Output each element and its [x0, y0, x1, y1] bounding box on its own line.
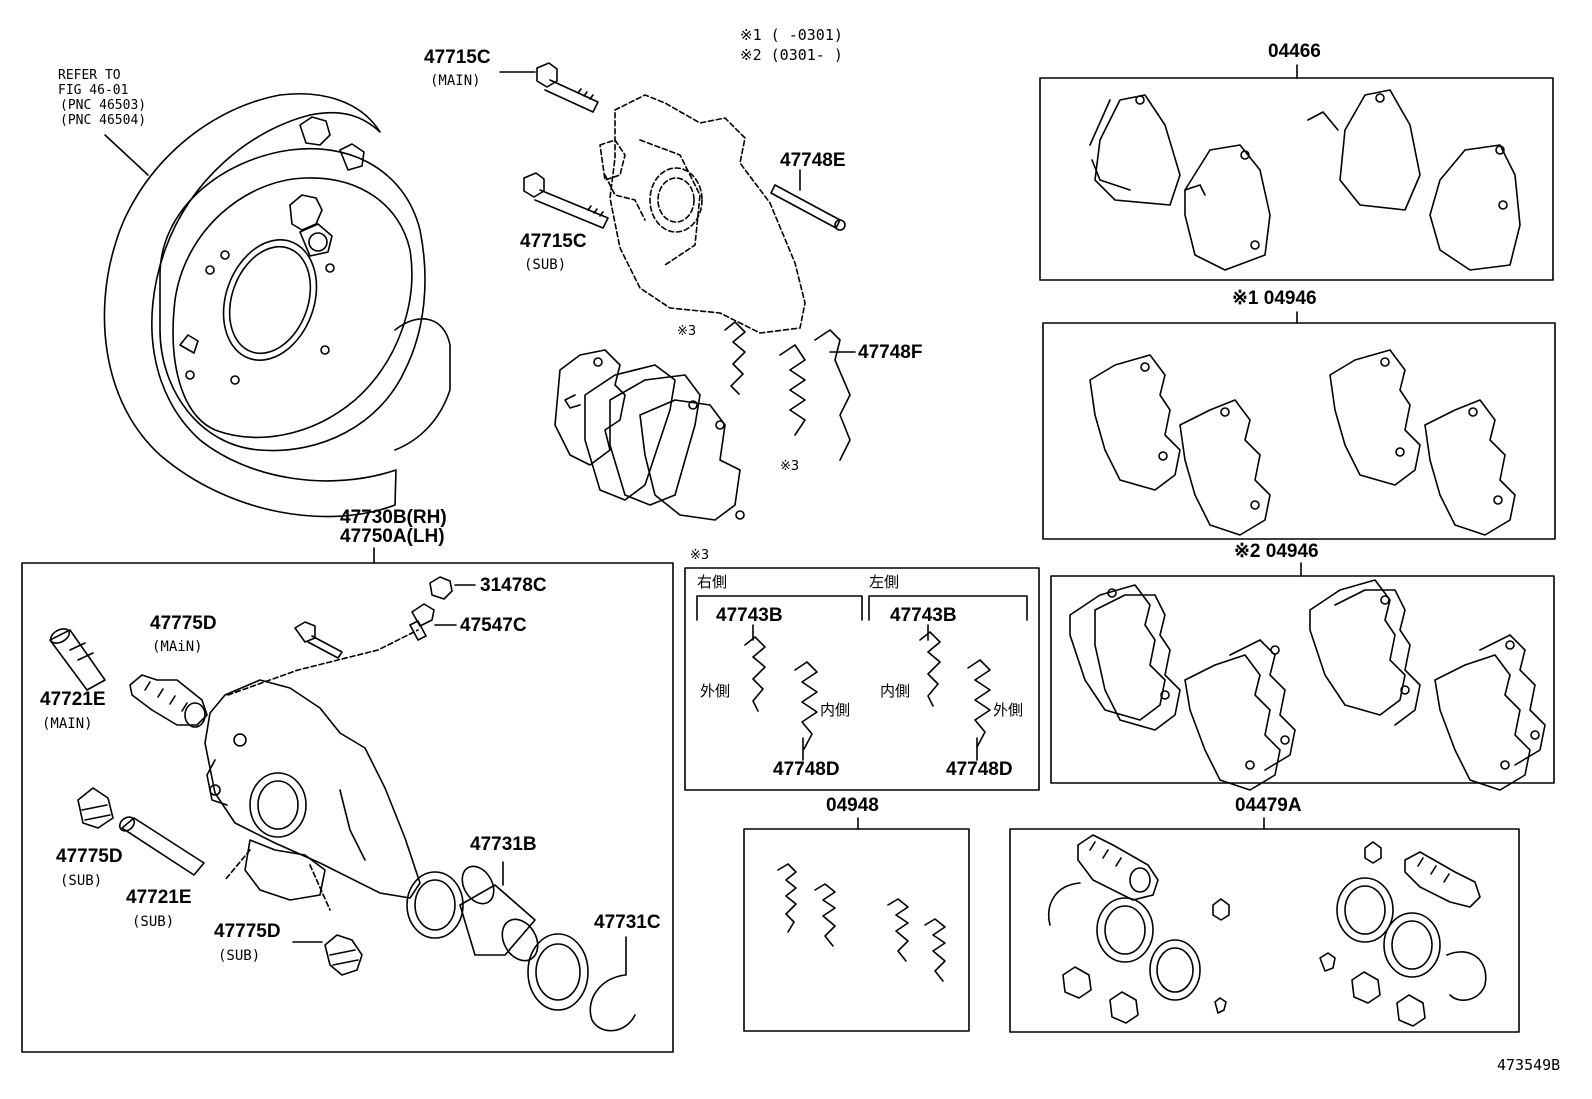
label-47748f: 47748F [858, 342, 923, 363]
box-04466 [1039, 77, 1554, 281]
mark-3-top: ※3 [677, 324, 697, 339]
label-47721e-sub: 47721E [126, 887, 192, 908]
label-47750a: 47750A(LH) [340, 526, 445, 547]
guide-pin-47721e-sub [118, 816, 205, 876]
bolt-middle [294, 621, 343, 659]
refer-line-4: (PNC 46504) [60, 113, 147, 128]
guide-pin-bolt-bottom [523, 172, 609, 229]
caliper-dashed-lines [224, 629, 419, 911]
seal-ring [406, 871, 464, 939]
label-right-inner: 内側 [820, 701, 851, 719]
mark-3-box: ※3 [690, 548, 710, 563]
boot-47775d-sub1 [77, 787, 114, 829]
label-left-inner: 内側 [880, 682, 911, 700]
label-47730b: 47730B(RH) [340, 507, 447, 528]
shims-04946-2 [1069, 579, 1546, 791]
label-47743b-left: 47743B [890, 605, 957, 626]
shims-47743b-47748d [744, 631, 991, 750]
snap-ring-47731c [589, 974, 636, 1032]
label-left-side: 左側 [869, 573, 900, 591]
label-47721e-sub-sub: (SUB) [132, 914, 175, 930]
caliper-top-dashed [599, 94, 806, 334]
label-47775d-sub1-sub: (SUB) [60, 873, 103, 889]
box-shim-set [684, 567, 1040, 791]
label-47715c-sub-sub: (SUB) [524, 257, 567, 273]
label-47721e-main: 47721E [40, 689, 106, 710]
box-04948 [743, 828, 970, 1032]
pin-47748e [770, 184, 846, 231]
bleeder-plug-47547c [409, 603, 435, 641]
dust-boot [527, 933, 589, 1011]
label-47715c-main-sub: (MAIN) [430, 73, 481, 89]
boot-47775d-sub2 [324, 934, 363, 976]
refer-line-2: FIG 46-01 [58, 83, 129, 98]
label-47775d-main: 47775D [150, 613, 217, 634]
label-47748e: 47748E [780, 150, 846, 171]
label-31478c: 31478C [480, 575, 547, 596]
label-47775d-sub1: 47775D [56, 846, 123, 867]
label-47547c: 47547C [460, 615, 527, 636]
pads-04466 [1089, 89, 1521, 271]
note-1: ※1 ( -0301) [740, 26, 843, 44]
guide-pin-47721e-main [49, 628, 106, 691]
label-04479a: 04479A [1235, 795, 1302, 816]
label-left-outer: 外側 [993, 701, 1024, 719]
label-47715c-main: 47715C [424, 47, 491, 68]
box-04946-2 [1050, 575, 1555, 784]
shims-04946-1 [1089, 349, 1516, 536]
label-47775d-sub2: 47775D [214, 921, 281, 942]
label-47775d-sub2-sub: (SUB) [218, 948, 261, 964]
bleeder-cap-31478c [429, 576, 453, 600]
refer-leader-line [104, 134, 149, 176]
label-47748d-right: 47748D [773, 759, 840, 780]
shims-04948 [777, 863, 946, 982]
label-47721e-main-sub: (MAIN) [42, 716, 93, 732]
label-47715c-sub: 47715C [520, 231, 587, 252]
label-47748d-left: 47748D [946, 759, 1013, 780]
guide-pin-bolt-top [536, 62, 599, 113]
label-47743b-right: 47743B [716, 605, 783, 626]
boot-47775d-main [129, 674, 208, 728]
dust-cover-backing-plate [103, 93, 451, 518]
label-right-side: 右側 [697, 573, 728, 591]
note-2: ※2 (0301- ) [740, 46, 843, 64]
bracket-right-side [696, 595, 863, 621]
piston-47731b [459, 865, 539, 962]
label-04948: 04948 [826, 795, 879, 816]
kit-04479a [1048, 834, 1487, 1027]
label-04466: 04466 [1268, 41, 1321, 62]
label-47775d-main-sub: (MAiN) [152, 639, 203, 655]
brake-pads-middle [554, 349, 745, 521]
label-47731b: 47731B [470, 834, 537, 855]
box-04479a [1009, 828, 1520, 1033]
mark-3-bottom: ※3 [780, 459, 800, 474]
box-04946-1 [1042, 322, 1556, 540]
label-right-outer: 外側 [700, 682, 731, 700]
figure-id: 473549B [1497, 1056, 1561, 1074]
caliper-assy-box [21, 562, 674, 1053]
refer-line-3: (PNC 46503) [60, 98, 147, 113]
bracket-left-side [868, 595, 1028, 621]
anti-rattle-spring-47748f [724, 321, 851, 461]
label-04946-1: ※1 04946 [1232, 288, 1317, 309]
refer-line-1: REFER TO [58, 68, 121, 83]
label-47731c: 47731C [594, 912, 661, 933]
caliper-body [204, 679, 421, 901]
label-04946-2: ※2 04946 [1234, 541, 1319, 562]
